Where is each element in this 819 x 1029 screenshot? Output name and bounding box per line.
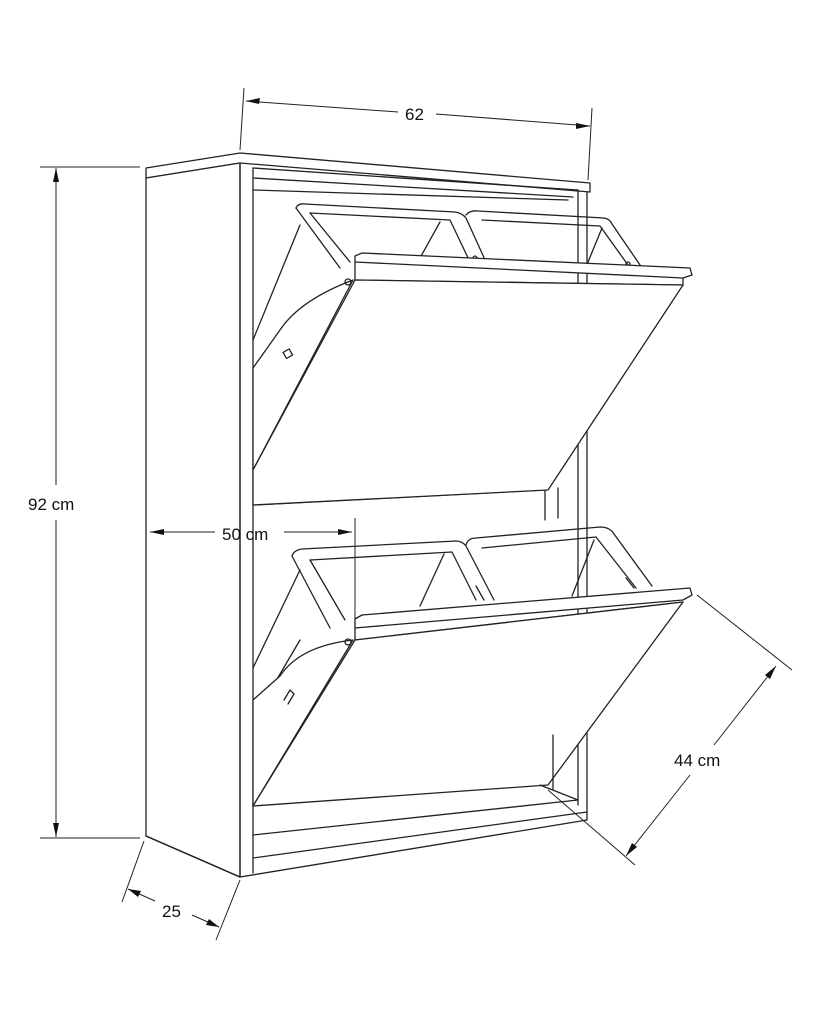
open-depth-label: 44 cm: [674, 751, 720, 770]
dimension-depth: 25: [121, 840, 241, 941]
dimension-width: 62: [239, 87, 593, 181]
dimension-open-depth: 44 cm: [547, 594, 793, 866]
top-flap: [252, 203, 693, 506]
bottom-flap: [252, 526, 693, 807]
dimension-inner-width: 50 cm: [150, 518, 356, 640]
height-label: 92 cm: [28, 495, 74, 514]
inner-width-label: 50 cm: [222, 525, 268, 544]
depth-label: 25: [162, 902, 181, 921]
dimension-height: 92 cm: [28, 166, 140, 839]
width-label: 62: [405, 105, 424, 124]
